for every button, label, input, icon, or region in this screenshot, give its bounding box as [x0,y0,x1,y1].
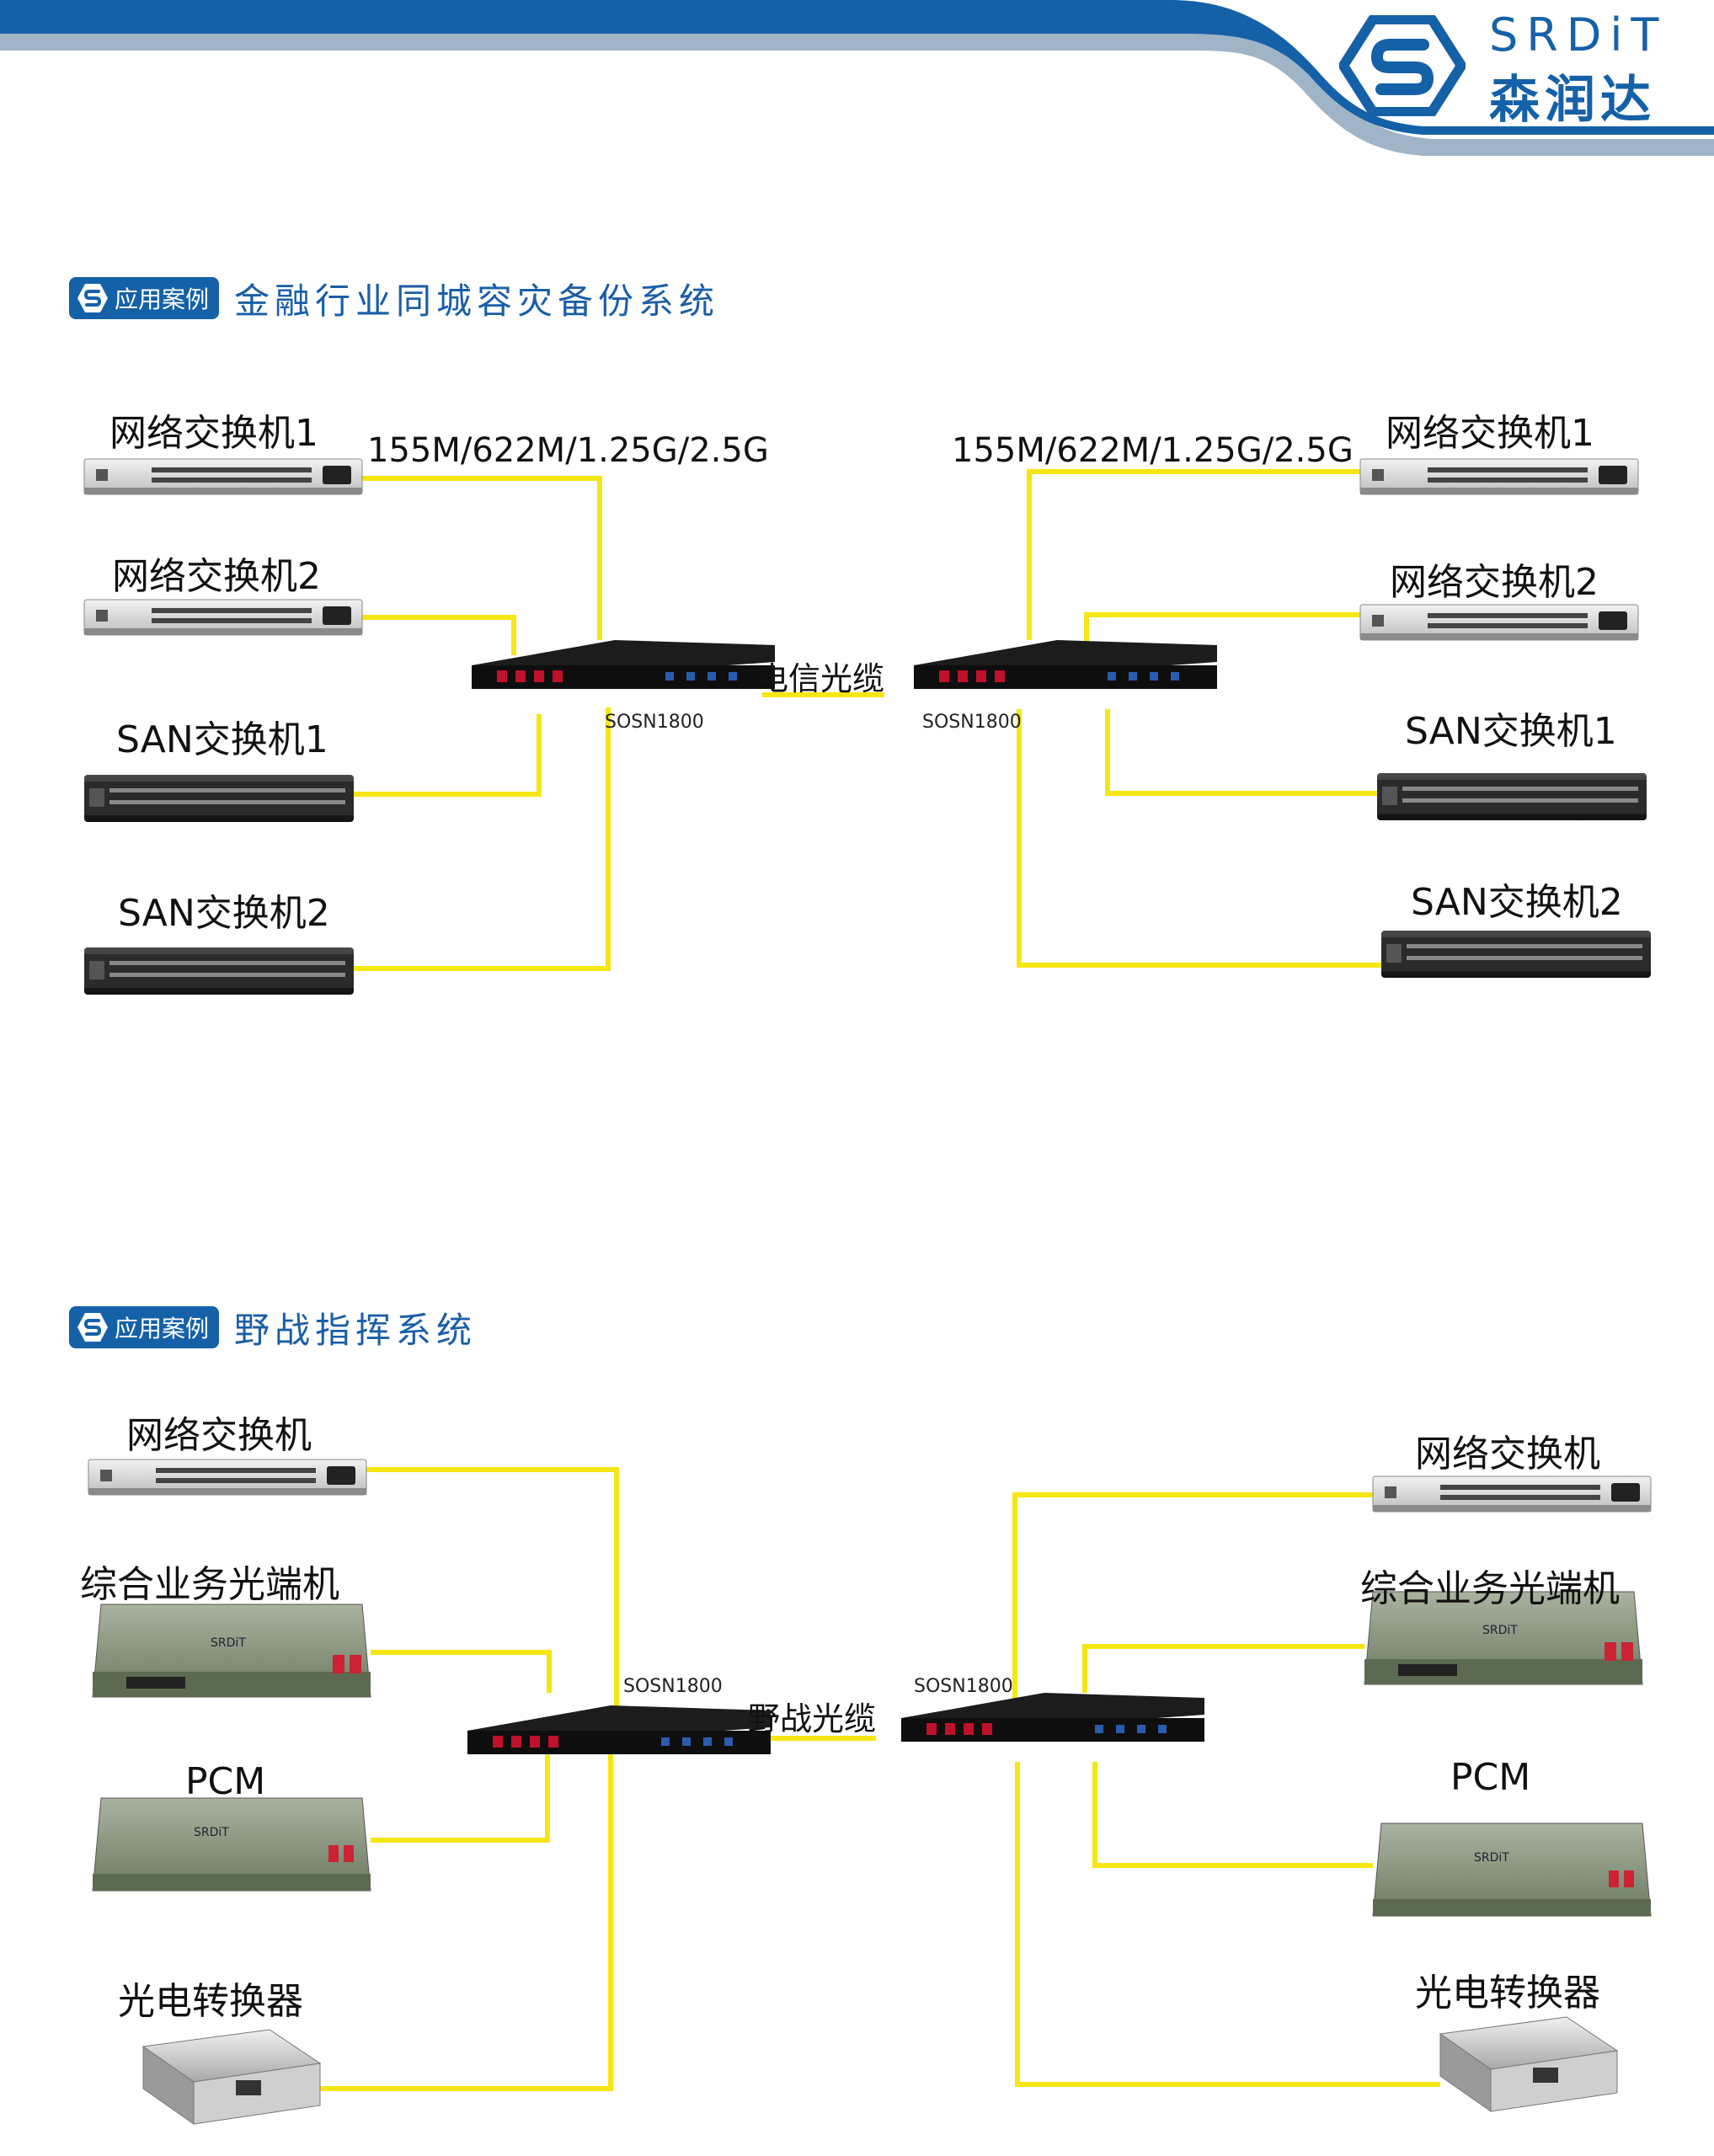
case-badge-label: 应用案例 [115,1315,210,1342]
rate-label: 155M/622M/1.25G/2.5G [952,431,1354,470]
san-switch-image [1381,931,1651,978]
link-line [1092,1762,1373,1868]
device-label: SAN交换机1 [116,718,328,761]
link-line [1027,469,1364,640]
srdit-small-icon [77,1313,108,1342]
converter-image [1439,2016,1618,2112]
header-banner [0,0,1714,156]
cable-label: 野战光缆 [748,1700,877,1737]
case-badge: 应用案例 [69,277,220,319]
link-line [1105,709,1377,796]
san-switch-image [1377,773,1647,820]
srdit-small-icon [77,284,108,312]
network-switch-image [1359,604,1639,641]
section-title-field: 应用案例 野战指挥系统 [69,1304,477,1351]
link-line [362,1467,619,1714]
network-switch-image [83,458,363,495]
device-label: 综合业务光端机 [1360,1567,1620,1610]
network-switch-image [88,1459,367,1496]
device-label: 网络交换机1 [109,412,318,455]
link-line [1015,1762,1440,2087]
device-label: SAN交换机1 [1405,710,1617,753]
network-switch-image [1372,1476,1652,1513]
network-switch-image [83,599,363,636]
device-label: 综合业务光端机 [80,1563,339,1606]
link-line [1012,1492,1373,1710]
node-label: SOSN1800 [922,712,1022,733]
sosn1800-device [467,1705,771,1754]
link-line [362,615,516,655]
link-line [1017,709,1381,968]
san-switch-image [84,947,354,995]
san-switch-image [84,775,354,822]
device-label: 网络交换机2 [1390,561,1599,604]
node-label: SOSN1800 [605,712,704,733]
converter-image [142,2029,321,2125]
section-title-finance: 应用案例 金融行业同城容灾备份系统 [69,275,719,322]
link-line [371,1753,550,1843]
device-label: SAN交换机2 [118,892,330,935]
sosn1800-device [901,1693,1204,1742]
device-label: PCM [1450,1756,1531,1799]
link-line [1082,1644,1364,1693]
device-label: 网络交换机1 [1386,412,1594,455]
srdit-logo-icon [1339,15,1466,116]
cable-label: 电信光缆 [756,660,885,697]
pcm-image [1372,1822,1652,1917]
device-label: 网络交换机2 [112,555,321,598]
link-line [286,1753,613,2091]
device-label: PCM [185,1760,266,1803]
sosn1800-device [472,640,775,689]
brand-name-en: SRDiT [1489,8,1668,61]
device-label: 光电转换器 [118,1980,303,2023]
pcm-image [92,1797,371,1892]
device-label: SAN交换机2 [1411,881,1623,924]
rate-label: 155M/622M/1.25G/2.5G [367,431,769,470]
network-switch-image [1359,458,1639,495]
sosn1800-device [914,640,1217,689]
link-line [1084,612,1364,648]
link-line [362,476,602,640]
section-title-text: 金融行业同城容灾备份系统 [234,280,720,322]
node-label: SOSN1800 [914,1676,1013,1697]
brand-name-cn: 森润达 [1489,71,1656,130]
device-label: 网络交换机 [1415,1433,1600,1476]
device-label: 光电转换器 [1415,1972,1600,2015]
link-line [354,707,611,971]
device-label: 网络交换机 [126,1414,312,1457]
link-line [371,1650,552,1693]
section-title-text: 野战指挥系统 [234,1309,478,1351]
optical-terminal-image [92,1604,371,1698]
case-badge: 应用案例 [69,1306,220,1348]
case-badge-label: 应用案例 [115,286,210,313]
link-line [354,714,542,797]
node-label: SOSN1800 [623,1676,723,1697]
